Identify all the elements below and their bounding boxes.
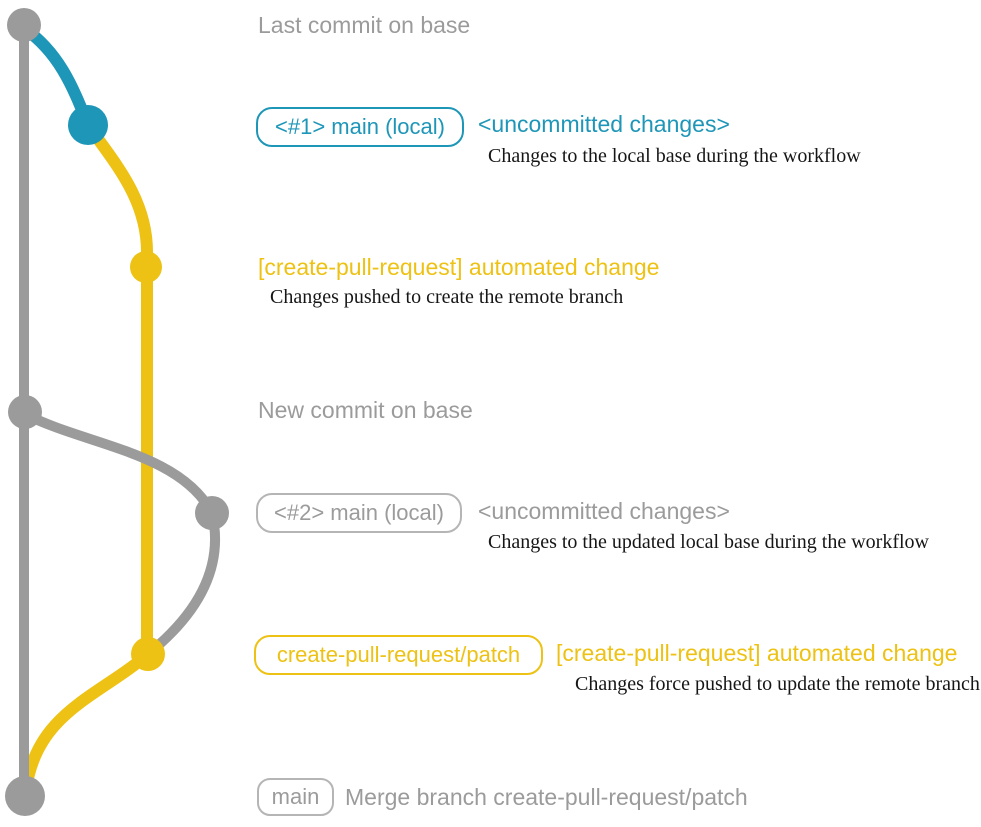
branch-line-patch-upper	[82, 119, 153, 660]
branch-badge-main-local-1: <#1> main (local)	[256, 107, 464, 147]
branch-line-rebase-in	[143, 508, 220, 659]
commit-node-remote-updated	[131, 637, 165, 671]
label-last-commit-on-base: Last commit on base	[258, 12, 471, 38]
label-new-commit-on-base: New commit on base	[258, 397, 473, 423]
entry-title-automated-change-1: [create-pull-request] automated change	[258, 254, 660, 280]
entry-description-4: Changes force pushed to update the remot…	[575, 673, 980, 695]
commit-node-base-new	[8, 395, 42, 429]
entry-description-3: Changes to the updated local base during…	[488, 531, 929, 553]
entry-title-uncommitted-1: <uncommitted changes>	[478, 111, 730, 137]
entry-title-automated-change-2: [create-pull-request] automated change	[556, 640, 958, 666]
commit-node-remote-created	[130, 251, 162, 283]
branch-line-rebase-out	[20, 409, 217, 518]
commit-node-local-1	[68, 105, 108, 145]
branch-badge-create-pull-request-patch: create-pull-request/patch	[254, 635, 543, 675]
entry-description-1: Changes to the local base during the wor…	[488, 145, 861, 167]
entry-title-merge-branch: Merge branch create-pull-request/patch	[345, 784, 748, 810]
commit-node-local-2	[195, 496, 229, 530]
branch-badge-main: main	[257, 778, 334, 816]
commit-node-base-last	[7, 8, 41, 42]
entry-title-uncommitted-2: <uncommitted changes>	[478, 498, 730, 524]
branch-badge-main-local-2: <#2> main (local)	[256, 493, 462, 533]
commit-node-merge	[5, 776, 45, 816]
entry-description-2: Changes pushed to create the remote bran…	[270, 286, 624, 308]
branch-line-patch-merge	[20, 648, 154, 796]
